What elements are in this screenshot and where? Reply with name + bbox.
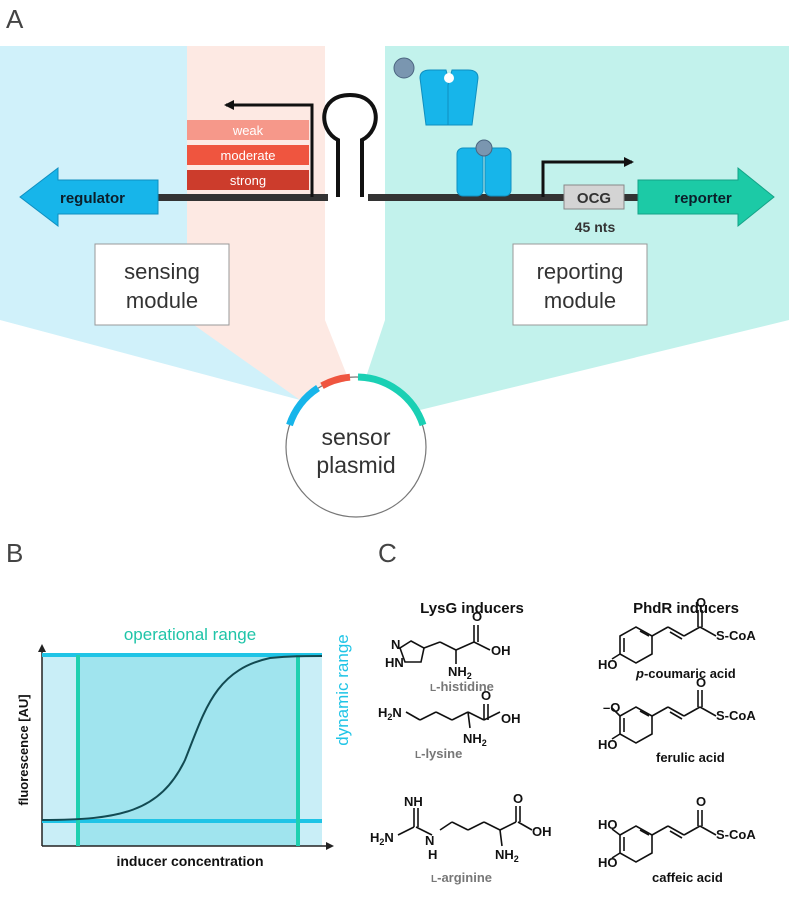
- plasmid-sensing-segment: [286, 385, 321, 427]
- ferulic-methoxy: –O: [603, 700, 620, 715]
- reporting-background: [365, 46, 789, 410]
- regulator-gene-arrow: [19, 166, 159, 228]
- histidine-o: O: [472, 609, 482, 624]
- caffeic-ho-bottom: HO: [598, 855, 618, 870]
- coumaric-ho: HO: [598, 657, 618, 672]
- reporting-promoter-arrow: [541, 157, 634, 197]
- plasmid-label-line1: sensor: [321, 424, 390, 450]
- promoter-strong-label: strong: [230, 173, 266, 188]
- reporting-module-line1: reporting: [537, 259, 624, 284]
- lysine-structure: [405, 704, 501, 729]
- arginine-n: N: [425, 833, 434, 848]
- lysine-h2n: H2N: [378, 705, 402, 722]
- y-axis-arrow: [38, 644, 46, 652]
- promoter-weak-label: weak: [232, 123, 264, 138]
- caffeic-o: O: [696, 794, 706, 809]
- arginine-nh2: NH2: [495, 847, 519, 864]
- reporter-label: reporter: [674, 190, 732, 207]
- dna-right: [368, 194, 640, 201]
- arginine-nh: NH: [404, 794, 423, 809]
- coumaric-structure: [611, 610, 717, 664]
- plasmid-circle: [285, 376, 427, 518]
- ferulic-o: O: [696, 675, 706, 690]
- regulator-protein-bound: [456, 139, 512, 197]
- coumaric-o: O: [696, 595, 706, 610]
- x-axis-label: inducer concentration: [116, 853, 263, 869]
- sensing-module-box: [94, 243, 230, 326]
- caffeic-scoa: S-CoA: [716, 827, 756, 842]
- plasmid-promoter-segment: [320, 373, 351, 389]
- panel-label-b: B: [6, 538, 23, 568]
- regulator-label: regulator: [60, 190, 125, 207]
- dynamic-range-label: dynamic range: [333, 634, 352, 746]
- x-axis-arrow: [326, 842, 334, 850]
- sensing-module-line1: sensing: [124, 259, 200, 284]
- promoter-moderate: [187, 145, 309, 165]
- lysine-oh: OH: [501, 711, 521, 726]
- plasmid-label-line2: plasmid: [316, 452, 395, 478]
- caffeic-ho-top: HO: [598, 817, 618, 832]
- lysine-name: L-lysine: [415, 746, 462, 761]
- caffeic-structure: [611, 810, 717, 863]
- lysine-o: O: [481, 688, 491, 703]
- ferulic-scoa: S-CoA: [716, 708, 756, 723]
- reporter-gene-arrow: [637, 166, 775, 228]
- histidine-name: L-histidine: [430, 679, 494, 694]
- terminator-hairpin: [322, 92, 378, 197]
- arginine-oh: OH: [532, 824, 552, 839]
- ocg-label: OCG: [577, 190, 611, 207]
- regulator-protein-free: [393, 57, 479, 126]
- histidine-n: N: [391, 637, 400, 652]
- histidine-nh2: NH2: [448, 664, 472, 681]
- ferulic-ho: HO: [598, 737, 618, 752]
- arginine-name: L-arginine: [431, 870, 492, 885]
- panel-label-a: A: [6, 4, 24, 34]
- ferulic-structure: [611, 690, 717, 744]
- arginine-structure: [397, 806, 533, 847]
- histidine-hn: HN: [385, 655, 404, 670]
- arginine-h: H: [428, 847, 437, 862]
- arginine-h2n: H2N: [370, 830, 394, 847]
- sensing-background: [0, 46, 320, 400]
- histidine-oh: OH: [491, 643, 511, 658]
- dna-left: [150, 194, 328, 201]
- arginine-o: O: [513, 791, 523, 806]
- dose-response-curve: [41, 655, 323, 821]
- promoter-moderate-label: moderate: [221, 148, 276, 163]
- caffeic-name: caffeic acid: [652, 870, 723, 885]
- sensing-module-line2: module: [126, 288, 198, 313]
- plasmid-reporting-segment: [357, 373, 427, 427]
- ferulic-name: ferulic acid: [656, 750, 725, 765]
- phdr-title: PhdR inducers: [633, 600, 739, 617]
- sensing-promoter-arrow: [224, 100, 314, 197]
- coumaric-name: p-coumaric acid: [635, 666, 736, 681]
- reporting-module-box: [512, 243, 648, 326]
- ocg-box: [563, 184, 625, 210]
- panel-label-c: C: [378, 538, 397, 568]
- promoter-weak: [187, 120, 309, 140]
- ocg-length: 45 nts: [575, 219, 616, 235]
- histidine-structure: [399, 625, 491, 664]
- operational-range-label: operational range: [124, 625, 256, 644]
- reporting-module-line2: module: [544, 288, 616, 313]
- lysine-nh2: NH2: [463, 731, 487, 748]
- promoter-strong: [187, 170, 309, 190]
- lysg-title: LysG inducers: [420, 600, 524, 617]
- coumaric-scoa: S-CoA: [716, 628, 756, 643]
- y-axis-label: fluorescence [AU]: [16, 694, 31, 805]
